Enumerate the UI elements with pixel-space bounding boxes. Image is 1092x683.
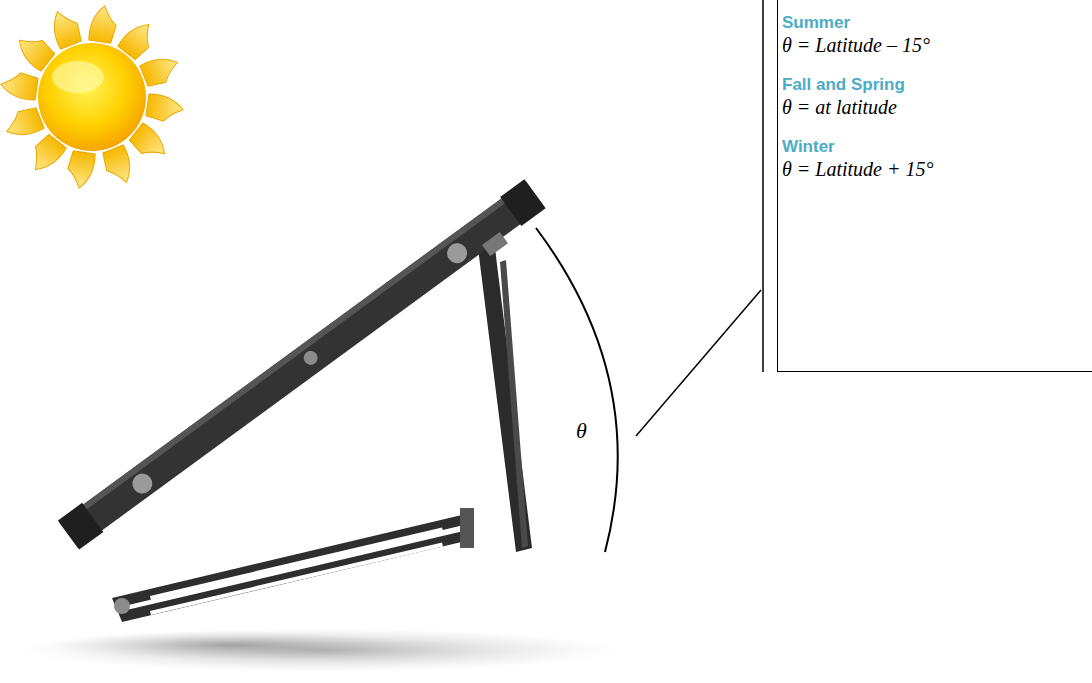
season-heading: Summer [782, 13, 1088, 33]
sun-ray [0, 70, 38, 100]
season-heading: Winter [782, 137, 1088, 157]
legend-box: Summerθ = Latitude – 15°Fall and Springθ… [777, 0, 1092, 372]
bracket-line [762, 0, 764, 372]
tilt-formula: θ = Latitude – 15° [782, 33, 1088, 57]
angle-arc [536, 228, 618, 552]
angle-label: θ [576, 418, 587, 444]
sun-ray [146, 93, 185, 123]
sun-ray [100, 145, 137, 188]
season-heading: Fall and Spring [782, 75, 1088, 95]
panel-stand [112, 240, 532, 622]
solar-panel [58, 179, 549, 554]
sun-ray [1, 105, 44, 142]
panel-shadow [20, 628, 620, 672]
sun-ray [88, 4, 118, 43]
tilt-formula: θ = Latitude + 15° [782, 157, 1088, 181]
leader-line [636, 290, 761, 436]
sun-ray [47, 6, 84, 49]
sun-icon [0, 4, 185, 189]
tilt-formula: θ = at latitude [782, 95, 1088, 119]
sun-ray [65, 151, 95, 190]
sun-ray [140, 52, 183, 89]
